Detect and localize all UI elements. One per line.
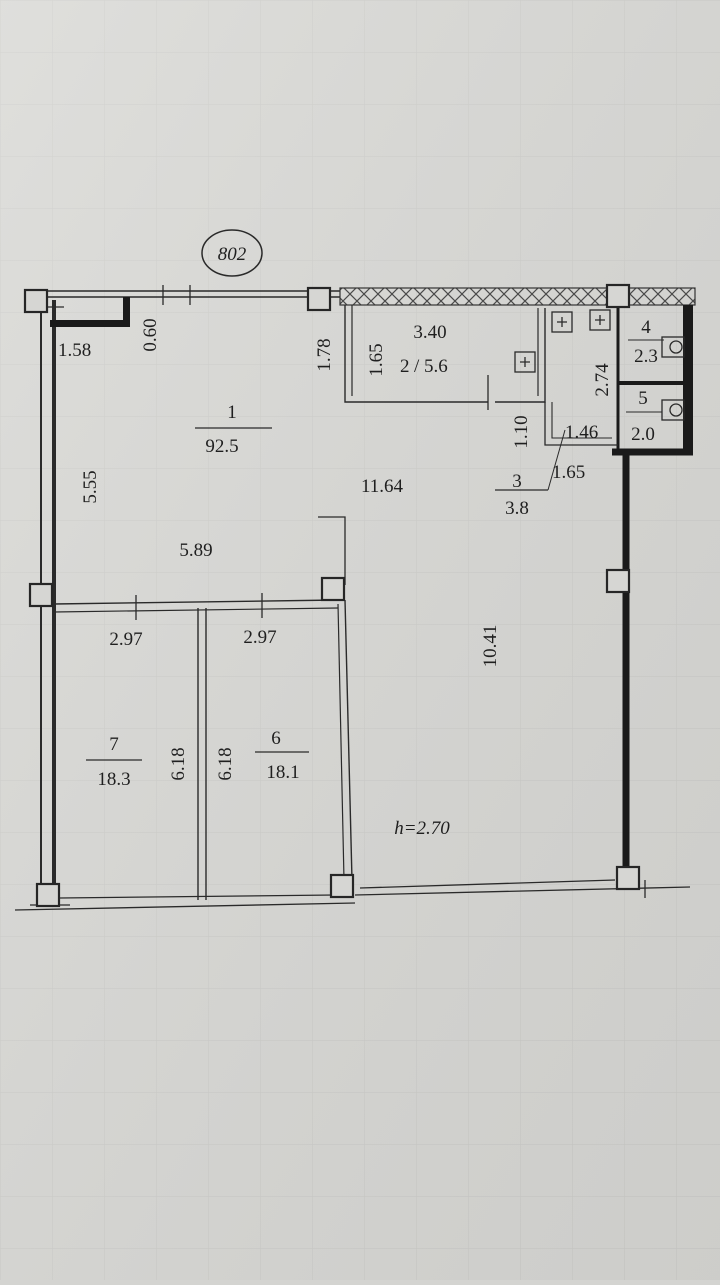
column-tr bbox=[605, 283, 631, 309]
dim-5-55: 5.55 bbox=[80, 470, 101, 503]
bottom-wall-right-inner bbox=[359, 879, 616, 889]
room-2-wall bbox=[344, 305, 488, 403]
dim-5-89: 5.89 bbox=[179, 540, 212, 561]
unit-number-bubble bbox=[201, 229, 263, 277]
dim-1-65-b: 1.65 bbox=[552, 462, 585, 483]
column-tm bbox=[306, 286, 332, 312]
dim-3-40: 3.40 bbox=[413, 322, 446, 343]
fixtures bbox=[514, 309, 685, 421]
room-6-right-wall bbox=[344, 599, 353, 881]
room-6-id: 6 bbox=[271, 728, 281, 749]
shaft-2 bbox=[589, 309, 611, 331]
dim-1-46: 1.46 bbox=[565, 422, 598, 443]
room-3-area: 3.8 bbox=[505, 498, 529, 519]
dim-0-60: 0.60 bbox=[140, 318, 161, 351]
bedroom-top-wall-inner bbox=[53, 607, 339, 613]
toilet-5 bbox=[661, 399, 685, 421]
column-bl bbox=[35, 882, 61, 908]
toilet-4 bbox=[661, 336, 685, 358]
toilet-4-bowl bbox=[669, 340, 683, 354]
column-ml bbox=[28, 582, 54, 608]
room-3-id: 3 bbox=[512, 471, 522, 492]
shaft-room-2 bbox=[514, 351, 536, 373]
dim-1-65-a: 1.65 bbox=[366, 343, 387, 376]
dim-2-74: 2.74 bbox=[592, 363, 613, 397]
room-4-area: 2.3 bbox=[634, 346, 658, 367]
dim-10-41: 10.41 bbox=[480, 625, 501, 668]
bottom-wall-left-outer bbox=[14, 902, 356, 911]
room-3-wall bbox=[544, 402, 618, 446]
dimension-labels: 1.58 0.60 5.55 1.78 1.65 3.40 2.74 1.10 … bbox=[58, 318, 613, 780]
room-6-area: 18.1 bbox=[266, 762, 299, 783]
dim-1-78: 1.78 bbox=[314, 338, 335, 371]
bedroom-top-wall bbox=[53, 599, 339, 605]
room-5-id: 5 bbox=[638, 388, 648, 409]
shaft-1 bbox=[551, 311, 573, 333]
dim-6-18-b: 6.18 bbox=[215, 747, 236, 780]
room-7-area: 18.3 bbox=[97, 769, 130, 790]
room-6-wall-top bbox=[318, 516, 346, 585]
svg-text:/: / bbox=[414, 356, 420, 377]
toilet-5-bowl bbox=[669, 403, 683, 417]
unit-number: 802 bbox=[218, 244, 247, 265]
dim-11-64: 11.64 bbox=[361, 476, 404, 497]
dim-1-10: 1.10 bbox=[511, 415, 532, 448]
ceiling-height-note: h=2.70 bbox=[394, 818, 450, 839]
top-wall-hatched bbox=[339, 287, 696, 306]
room-1-id: 1 bbox=[227, 402, 237, 423]
column-br bbox=[615, 865, 641, 891]
room-5-area: 2.0 bbox=[631, 424, 655, 445]
room-4-id: 4 bbox=[641, 317, 651, 338]
walls bbox=[14, 287, 696, 911]
dim-1-58: 1.58 bbox=[58, 340, 91, 361]
column-bm bbox=[329, 873, 355, 899]
room-2-id: 2 bbox=[400, 356, 410, 377]
room-labels: 1 92.5 2 / 5.6 3 3.8 4 2.3 5 2.0 6 18.1 … bbox=[86, 317, 664, 790]
niche-wall-v bbox=[123, 297, 130, 327]
dim-6-18-a: 6.18 bbox=[168, 747, 189, 780]
room-6-right-wall-inner bbox=[337, 603, 345, 881]
column-tl bbox=[23, 288, 49, 314]
columns bbox=[23, 283, 641, 908]
room-2-area: 5.6 bbox=[424, 356, 448, 377]
room-1-area: 92.5 bbox=[205, 436, 238, 457]
column-mm bbox=[320, 576, 346, 602]
niche-wall-h bbox=[50, 320, 130, 327]
room-3-wall-inner bbox=[551, 402, 612, 439]
dim-2-97-b: 2.97 bbox=[243, 627, 276, 648]
right-wall-upper bbox=[683, 305, 693, 453]
column-mr bbox=[605, 568, 631, 594]
room-7-id: 7 bbox=[109, 734, 119, 755]
dim-2-97-a: 2.97 bbox=[109, 629, 142, 650]
